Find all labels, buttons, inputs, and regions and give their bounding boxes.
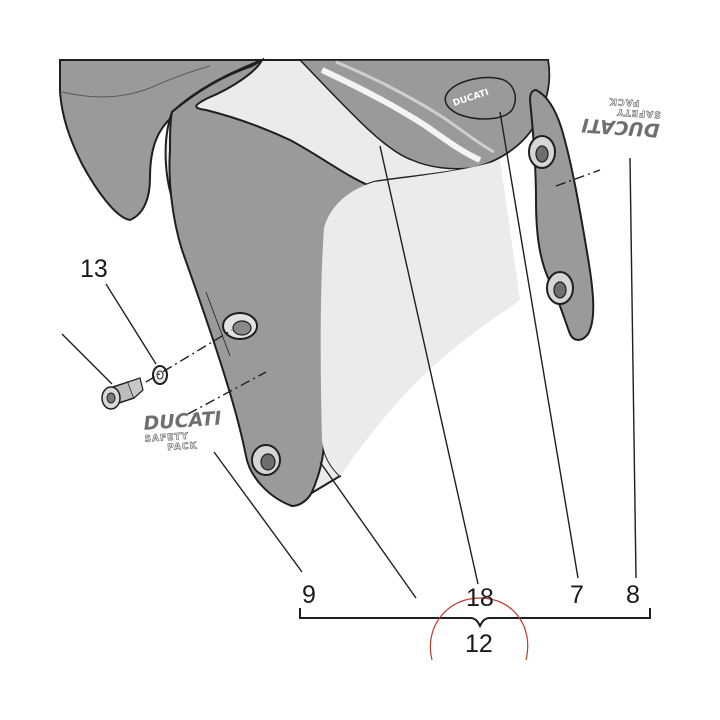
callout-13: 13 bbox=[80, 255, 108, 283]
fender-front-panel bbox=[320, 160, 520, 476]
decal-left-line1: SAFETY bbox=[144, 432, 189, 445]
decal-right-line2: PACK bbox=[609, 95, 640, 107]
washer-icon bbox=[152, 365, 168, 385]
side-panel-hole-lower bbox=[251, 444, 281, 476]
decal-left-brand: DUCATI bbox=[143, 407, 222, 434]
decal-left-line2: PACK bbox=[167, 441, 198, 453]
group-brace bbox=[299, 608, 651, 629]
leader-8 bbox=[629, 157, 637, 579]
callout-18: 18 bbox=[466, 584, 494, 612]
safety-pack-decal-left: DUCATI SAFETY PACK bbox=[143, 407, 222, 453]
screw-icon bbox=[101, 377, 144, 410]
safety-pack-decal-right: DUCATI SAFETY PACK bbox=[581, 95, 661, 141]
callout-9: 9 bbox=[302, 581, 316, 609]
callout-12: 12 bbox=[465, 630, 493, 658]
leader-13 bbox=[105, 283, 157, 365]
leader-screw bbox=[61, 333, 113, 385]
bracket-hole-upper bbox=[528, 135, 556, 169]
decal-8-placement-line bbox=[555, 169, 601, 187]
leader-9 bbox=[213, 451, 303, 573]
highlight-arc bbox=[429, 597, 529, 661]
leader-7 bbox=[499, 111, 579, 579]
side-panel-centerline bbox=[205, 291, 231, 357]
decal-right-brand: DUCATI bbox=[581, 114, 660, 141]
leader-18-side bbox=[319, 461, 417, 599]
decal-right-line1: SAFETY bbox=[616, 106, 661, 119]
decal-9-placement-line bbox=[187, 371, 267, 415]
fender-stripe-light-line bbox=[320, 67, 482, 163]
ducati-badge: DUCATI bbox=[444, 76, 517, 120]
fender-rear-fold-line bbox=[61, 65, 211, 98]
side-panel-hole-upper bbox=[222, 312, 258, 340]
screw-axis-line bbox=[145, 329, 233, 383]
callout-8: 8 bbox=[626, 581, 640, 609]
leader-18 bbox=[379, 145, 479, 585]
fender-stripe-light-line-2 bbox=[335, 60, 495, 154]
callout-7: 7 bbox=[570, 581, 584, 609]
bracket-hole-lower bbox=[546, 271, 574, 305]
